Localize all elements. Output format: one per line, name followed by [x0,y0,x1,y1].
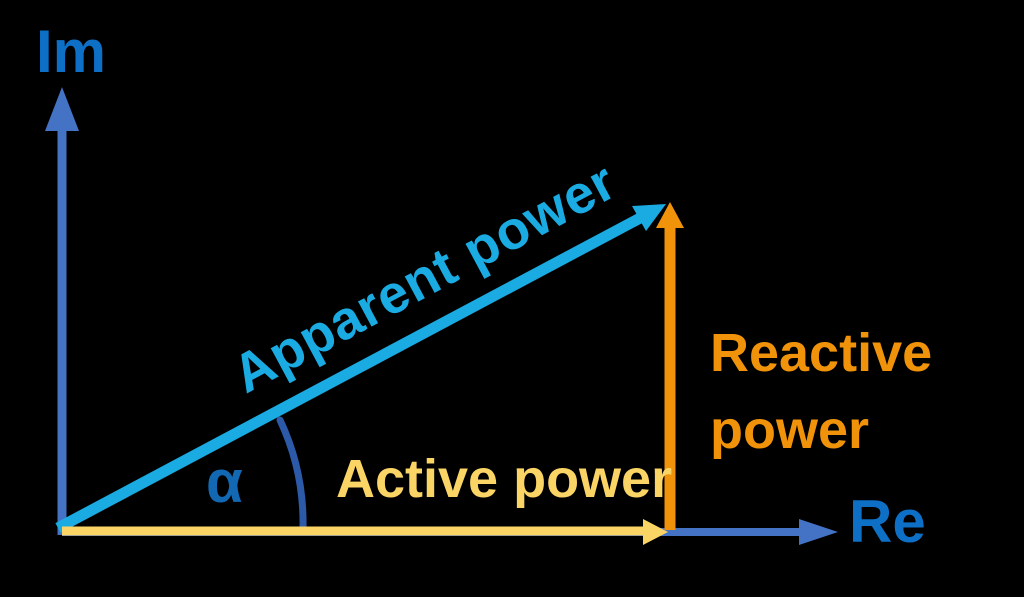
angle-alpha-label: α [206,448,243,515]
re-axis-label: Re [849,488,926,555]
reactive-power-arrowhead-icon [656,202,684,228]
active-power-arrowhead-icon [643,519,668,545]
reactive-power-label: Reactive power [710,323,933,460]
im-axis-label: Im [36,18,107,85]
active-power-label: Active power [336,449,673,509]
re-axis-arrowhead-icon [799,519,838,545]
apparent-power-vector-line [55,212,645,533]
angle-arc [276,416,307,532]
apparent-power-arrowhead-icon [632,204,666,231]
im-axis-arrowhead-icon [45,87,79,131]
